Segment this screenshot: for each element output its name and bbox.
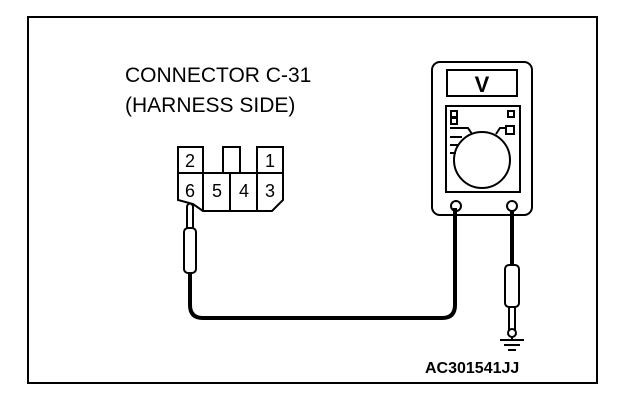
left-probe [183, 202, 197, 274]
voltmeter [431, 61, 533, 216]
v-terminal [506, 200, 518, 212]
figure-id: AC301541JJ [425, 360, 519, 377]
pin-4: 4 [239, 181, 249, 201]
com-terminal [450, 200, 462, 212]
pin-1: 1 [265, 151, 275, 171]
right-probe [504, 264, 520, 338]
pin-5: 5 [212, 181, 222, 201]
meter-display-v: V [475, 72, 490, 97]
connector-subtitle: (HARNESS SIDE) [125, 94, 295, 117]
test-lead-wire [188, 208, 457, 320]
pin-2: 2 [185, 151, 195, 171]
ground-icon [500, 337, 524, 351]
connector-title: CONNECTOR C-31 [125, 64, 311, 87]
pin-6: 6 [185, 181, 195, 201]
connector-c31 [177, 146, 284, 212]
pin-3: 3 [265, 181, 275, 201]
frame-border [27, 16, 598, 384]
